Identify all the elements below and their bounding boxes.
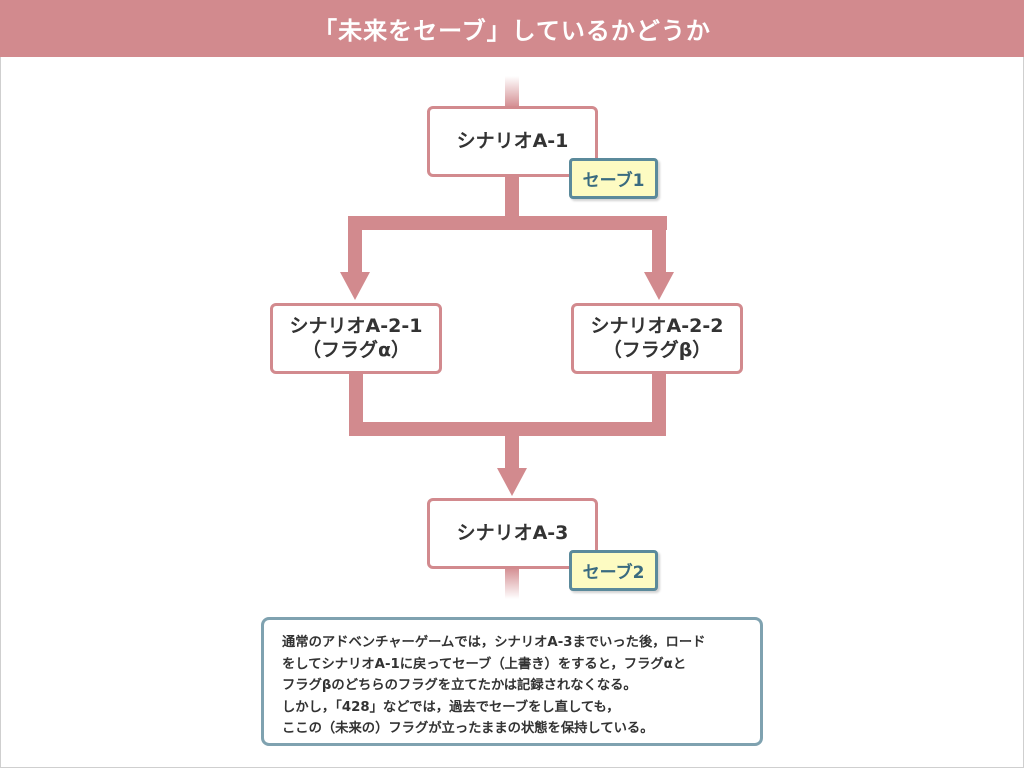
flag-beta-label: （フラグβ） — [602, 338, 712, 361]
page-title: 「未来をセーブ」しているかどうか — [313, 17, 711, 45]
left-arrow-head — [340, 272, 370, 300]
scenario-a2-2-node: シナリオA-2-2 （フラグβ） — [571, 303, 743, 374]
right-merge-line — [652, 372, 666, 436]
note-line: ここの（未来の）フラグが立ったままの状態を保持している。 — [282, 721, 654, 736]
note-line: フラグβのどちらのフラグを立てたかは記録されなくなる。 — [282, 678, 637, 693]
flag-alpha-label: （フラグα） — [301, 338, 411, 361]
save-2-badge: セーブ2 — [569, 550, 658, 591]
scenario-a1-label: シナリオA-1 — [456, 129, 569, 152]
note-line: 通常のアドベンチャーゲームでは，シナリオA-3までいった後，ロード — [282, 635, 706, 650]
scenario-a2-1-label: シナリオA-2-1 — [289, 314, 423, 337]
scenario-a2-2-label: シナリオA-2-2 — [590, 314, 724, 337]
scenario-a2-1-node: シナリオA-2-1 （フラグα） — [270, 303, 442, 374]
outgoing-line — [505, 567, 519, 599]
incoming-line — [505, 76, 519, 108]
note-line: しかし，「428」などでは，過去でセーブをし直しても， — [282, 699, 620, 715]
split-bar — [348, 216, 667, 230]
right-arrow-head — [644, 272, 674, 300]
explanation-note: 通常のアドベンチャーゲームでは，シナリオA-3までいった後，ロード をしてシナリ… — [261, 617, 763, 746]
left-merge-line — [349, 372, 363, 436]
merge-down-line — [505, 422, 519, 470]
right-branch-line — [652, 216, 666, 274]
scenario-a3-label: シナリオA-3 — [456, 521, 569, 544]
save-1-badge: セーブ1 — [569, 158, 658, 199]
center-arrow-head — [497, 468, 527, 496]
title-bar: 「未来をセーブ」しているかどうか — [0, 0, 1024, 57]
note-line: をしてシナリオA-1に戻ってセーブ（上書き）をすると，フラグαと — [282, 656, 687, 672]
left-branch-line — [348, 216, 362, 274]
